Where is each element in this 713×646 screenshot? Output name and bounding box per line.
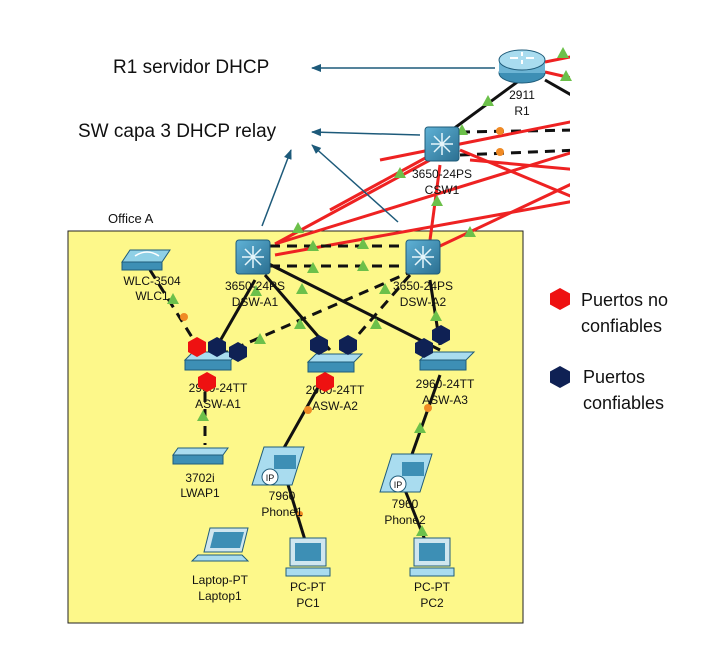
trusted-port-markers: [208, 325, 450, 362]
ip-phone-phone2-badge: IP: [394, 480, 403, 490]
legend-untrusted-marker: [550, 288, 570, 310]
switch-dsw-a2-model: 3650-24PS: [393, 279, 453, 293]
switch-asw-a2-name: ASW-A2: [312, 399, 358, 413]
controller-wlc1-name: WLC1: [135, 289, 169, 303]
ip-phone-phone2-model: 7960: [392, 497, 419, 511]
controller-wlc1[interactable]: WLC-3504 WLC1: [121, 249, 181, 303]
link-status-markers: [167, 47, 572, 536]
pc-pc1-model: PC-PT: [290, 580, 327, 594]
legend-trusted-label: Puertos confiables: [583, 364, 664, 416]
legend-untrusted-line2: confiables: [581, 316, 663, 336]
legend-untrusted-label: Puertos no confiables: [581, 287, 668, 339]
dhcp-relay-annotation: SW capa 3 DHCP relay: [78, 121, 277, 142]
switch-csw1-model: 3650-24PS: [412, 167, 472, 181]
pc-pc2[interactable]: PC-PT PC2: [409, 537, 455, 610]
pc-pc1-name: PC1: [296, 596, 320, 610]
laptop-laptop1-name: Laptop1: [198, 589, 242, 603]
legend-trusted-marker: [550, 366, 570, 388]
switch-asw-a1-name: ASW-A1: [195, 397, 241, 411]
annotation-arrows: [261, 64, 495, 227]
router-r1-model: 2911: [509, 88, 535, 102]
pc-pc2-model: PC-PT: [414, 580, 451, 594]
ip-phone-phone1-badge: IP: [266, 473, 275, 483]
switch-asw-a1-model: 2960-24TT: [189, 381, 248, 395]
laptop-laptop1-model: Laptop-PT: [192, 573, 249, 587]
pc-pc1[interactable]: PC-PT PC1: [285, 537, 331, 610]
ip-phone-phone1[interactable]: IP 7960 Phone1: [251, 446, 305, 519]
switch-dsw-a2-name: DSW-A2: [400, 295, 447, 309]
switch-dsw-a1[interactable]: 3650-24PS DSW-A1: [225, 239, 285, 309]
ip-phone-phone1-model: 7960: [269, 489, 296, 503]
pc-pc2-name: PC2: [420, 596, 444, 610]
switch-asw-a3-name: ASW-A3: [422, 393, 468, 407]
ip-phone-phone2-name: Phone2: [384, 513, 426, 527]
controller-wlc1-model: WLC-3504: [123, 274, 181, 288]
link-warning-markers: [180, 127, 504, 517]
legend-trusted-line2: confiables: [583, 393, 665, 413]
dhcp-server-annotation: R1 servidor DHCP: [113, 57, 270, 78]
switch-dsw-a2[interactable]: 3650-24PS DSW-A2: [393, 239, 453, 309]
switch-asw-a2-model: 2960-24TT: [306, 383, 365, 397]
ip-phone-phone2[interactable]: IP 7960 Phone2: [379, 453, 433, 527]
switch-csw1-name: CSW1: [425, 183, 460, 197]
legend-trusted-line1: Puertos: [583, 367, 646, 387]
switch-dsw-a1-name: DSW-A1: [232, 295, 279, 309]
router-r1-name: R1: [514, 104, 530, 118]
access-point-lwap1-model: 3702i: [185, 471, 214, 485]
laptop-laptop1[interactable]: Laptop-PT Laptop1: [190, 527, 250, 603]
legend-untrusted-line1: Puertos no: [581, 290, 669, 310]
switch-dsw-a1-model: 3650-24PS: [225, 279, 285, 293]
ip-phone-phone1-name: Phone1: [261, 505, 303, 519]
switch-asw-a3-model: 2960-24TT: [416, 377, 475, 391]
switch-csw1[interactable]: 3650-24PS CSW1: [412, 126, 472, 197]
router-r1[interactable]: 2911 R1: [498, 49, 546, 118]
access-point-lwap1-name: LWAP1: [180, 486, 220, 500]
office-a-label: Office A: [108, 211, 154, 226]
switch-asw-a1[interactable]: 2960-24TT ASW-A1: [183, 351, 248, 411]
switch-asw-a3[interactable]: 2960-24TT ASW-A3: [416, 351, 476, 407]
access-point-lwap1[interactable]: 3702i LWAP1: [172, 447, 229, 500]
untrusted-port-markers: [188, 337, 334, 392]
